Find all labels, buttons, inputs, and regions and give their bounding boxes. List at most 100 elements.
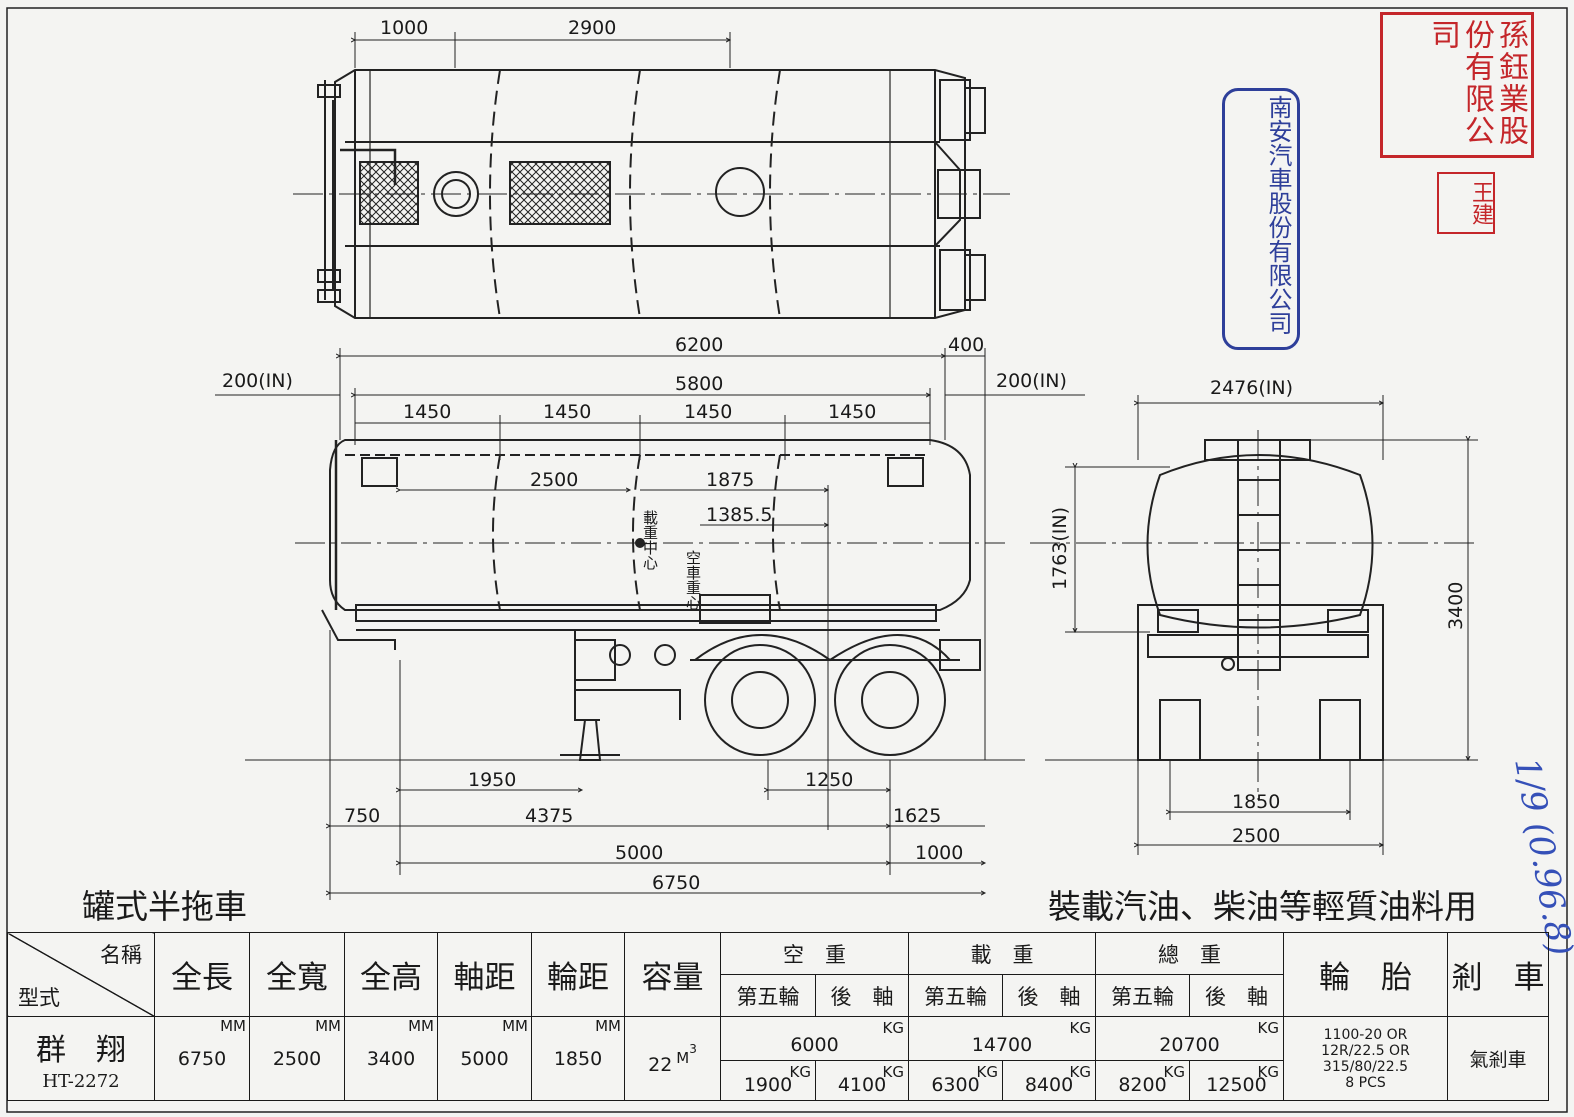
header-brake: 剎 車 <box>1447 932 1549 1017</box>
value-track-text: 1850 <box>553 1047 603 1070</box>
dim-end-1763: 1763(IN) <box>1049 507 1071 590</box>
company-seal-blue-text: 南安汽車股份有限公司 <box>1264 95 1292 335</box>
value-load-fifth-text: 6300 <box>931 1074 980 1096</box>
side-view-centerlines <box>245 542 1025 761</box>
dim-1450-c: 1450 <box>684 401 732 423</box>
corner-name-label: 名稱 <box>100 943 142 967</box>
dim-1875: 1875 <box>706 469 754 491</box>
handwritten-date: 1/9 (0.96.8) <box>1506 755 1574 959</box>
value-empty-total-text: 6000 <box>790 1034 839 1056</box>
value-height-text: 3400 <box>366 1047 416 1070</box>
model-cell: 群 翔 HT-2272 <box>7 1016 155 1101</box>
dim-4375: 4375 <box>525 805 573 827</box>
value-gross-total-text: 20700 <box>1159 1034 1220 1056</box>
empty-center-label: 空車重心 <box>684 550 702 610</box>
header-load-weight: 載 重 <box>908 932 1096 975</box>
value-height: MM 3400 <box>344 1016 438 1101</box>
dim-5000: 5000 <box>615 842 663 864</box>
value-gross-total: KG 20700 <box>1095 1016 1284 1061</box>
unit-mm: MM <box>408 1017 434 1035</box>
value-tire: 1100-20 OR 12R/22.5 OR 315/80/22.5 8 PCS <box>1283 1016 1448 1101</box>
header-load-fifth: 第五輪 <box>908 974 1003 1017</box>
dim-5800: 5800 <box>675 373 723 395</box>
unit-m3-sup: 3 <box>689 1041 697 1056</box>
load-center-label: 載重中心 <box>641 510 659 570</box>
unit-kg: KG <box>1257 1063 1279 1081</box>
value-capacity-text: 22 <box>648 1053 673 1076</box>
header-empty-rear: 後 軸 <box>815 974 909 1017</box>
side-view <box>321 439 981 761</box>
unit-mm: MM <box>315 1017 341 1035</box>
unit-kg: KG <box>1257 1019 1279 1037</box>
value-track: MM 1850 <box>531 1016 625 1101</box>
caption-right: 裝載汽油、柴油等輕質油料用 <box>1048 887 1477 926</box>
model-code: HT-2272 <box>42 1071 120 1092</box>
unit-kg: KG <box>789 1063 811 1081</box>
dim-top-1000: 1000 <box>380 17 428 39</box>
header-gross-fifth: 第五輪 <box>1095 974 1190 1017</box>
dim-top-2900: 2900 <box>568 17 616 39</box>
value-empty-fifth-text: 1900 <box>743 1074 793 1096</box>
dim-end-2476: 2476(IN) <box>1210 377 1293 399</box>
unit-kg: KG <box>1069 1019 1091 1037</box>
tire-line-4: 8 PCS <box>1345 1074 1386 1091</box>
tire-line-3: 315/80/22.5 <box>1322 1058 1409 1075</box>
end-view <box>1137 439 1384 761</box>
dim-1250: 1250 <box>805 769 853 791</box>
top-view-dimensions <box>355 32 730 68</box>
company-seal-red: 孫鈺業股份有限公司 <box>1380 12 1534 158</box>
end-view-dimension-lines <box>1030 395 1480 855</box>
dim-6200: 6200 <box>675 334 723 356</box>
value-brake-text: 氣剎車 <box>1469 1049 1527 1071</box>
corner-type-label: 型式 <box>18 986 60 1010</box>
value-load-total-text: 14700 <box>971 1034 1033 1056</box>
unit-kg: KG <box>1163 1063 1185 1081</box>
dim-1000-bottom: 1000 <box>915 842 963 864</box>
value-wheelbase: MM 5000 <box>437 1016 532 1101</box>
header-track: 輪距 <box>531 932 625 1017</box>
dim-200-left: 200(IN) <box>222 370 293 392</box>
dim-400: 400 <box>948 334 984 356</box>
unit-kg: KG <box>882 1063 904 1081</box>
header-height: 全高 <box>344 932 438 1017</box>
top-view <box>293 69 1010 319</box>
table-corner: 名稱 型式 <box>7 932 155 1017</box>
caption-left: 罐式半拖車 <box>82 887 247 926</box>
value-length-text: 6750 <box>177 1047 227 1070</box>
value-width-text: 2500 <box>272 1047 322 1070</box>
dim-end-3400: 3400 <box>1445 582 1467 630</box>
unit-kg: KG <box>1069 1063 1091 1081</box>
value-wheelbase-text: 5000 <box>460 1047 509 1070</box>
company-seal-red-text: 孫鈺業股份有限公司 <box>1425 19 1528 147</box>
value-width: MM 2500 <box>249 1016 345 1101</box>
header-capacity: 容量 <box>624 932 721 1017</box>
value-empty-rear-text: 4100 <box>837 1074 887 1096</box>
dim-1450-a: 1450 <box>403 401 451 423</box>
dim-750: 750 <box>344 805 380 827</box>
dim-1450-b: 1450 <box>543 401 591 423</box>
tire-line-1: 1100-20 OR <box>1323 1026 1408 1043</box>
model-name: 群 翔 <box>36 1033 126 1068</box>
value-load-total: KG 14700 <box>908 1016 1096 1061</box>
value-load-rear-text: 8400 <box>1024 1074 1074 1096</box>
header-length: 全長 <box>154 932 250 1017</box>
value-brake: 氣剎車 <box>1447 1016 1549 1101</box>
value-gross-fifth-text: 8200 <box>1118 1074 1167 1096</box>
dim-2500-top: 2500 <box>530 469 578 491</box>
spec-table: 名稱 型式 全長 全寬 全高 軸距 輪距 容量 空 重 載 重 總 重 輪 胎 … <box>7 932 1549 1101</box>
personal-seal-red-text: 王建 <box>1468 181 1493 225</box>
unit-mm: MM <box>502 1017 528 1035</box>
unit-mm: MM <box>595 1017 621 1035</box>
header-gross-weight: 總 重 <box>1095 932 1284 975</box>
dim-end-2500: 2500 <box>1232 825 1280 847</box>
dim-1385: 1385.5 <box>706 504 772 526</box>
dim-200-right: 200(IN) <box>996 370 1067 392</box>
unit-kg: KG <box>976 1063 998 1081</box>
header-gross-rear: 後 軸 <box>1189 974 1284 1017</box>
